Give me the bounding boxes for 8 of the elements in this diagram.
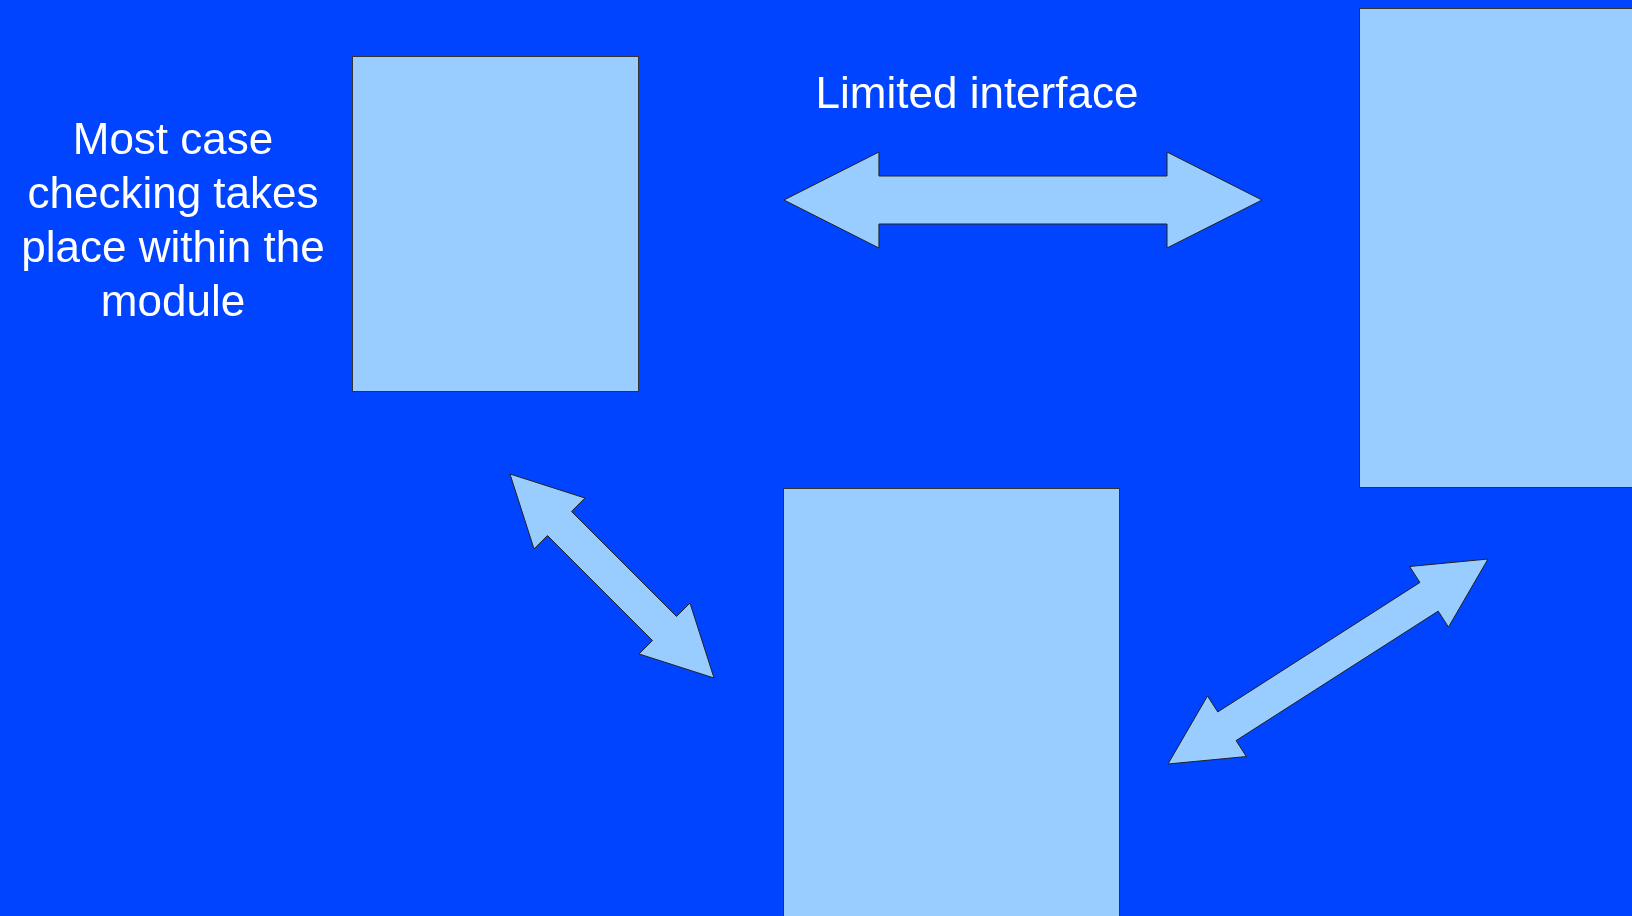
double-arrow xyxy=(783,151,1263,249)
module-box xyxy=(783,488,1120,916)
module-box xyxy=(352,56,639,392)
edge-label: Limited interface xyxy=(814,67,1140,119)
module-box xyxy=(1359,8,1632,488)
double-arrow xyxy=(509,473,715,679)
double-arrow xyxy=(1167,558,1489,765)
note-text: Most case checking takes place within the module xyxy=(20,113,326,327)
